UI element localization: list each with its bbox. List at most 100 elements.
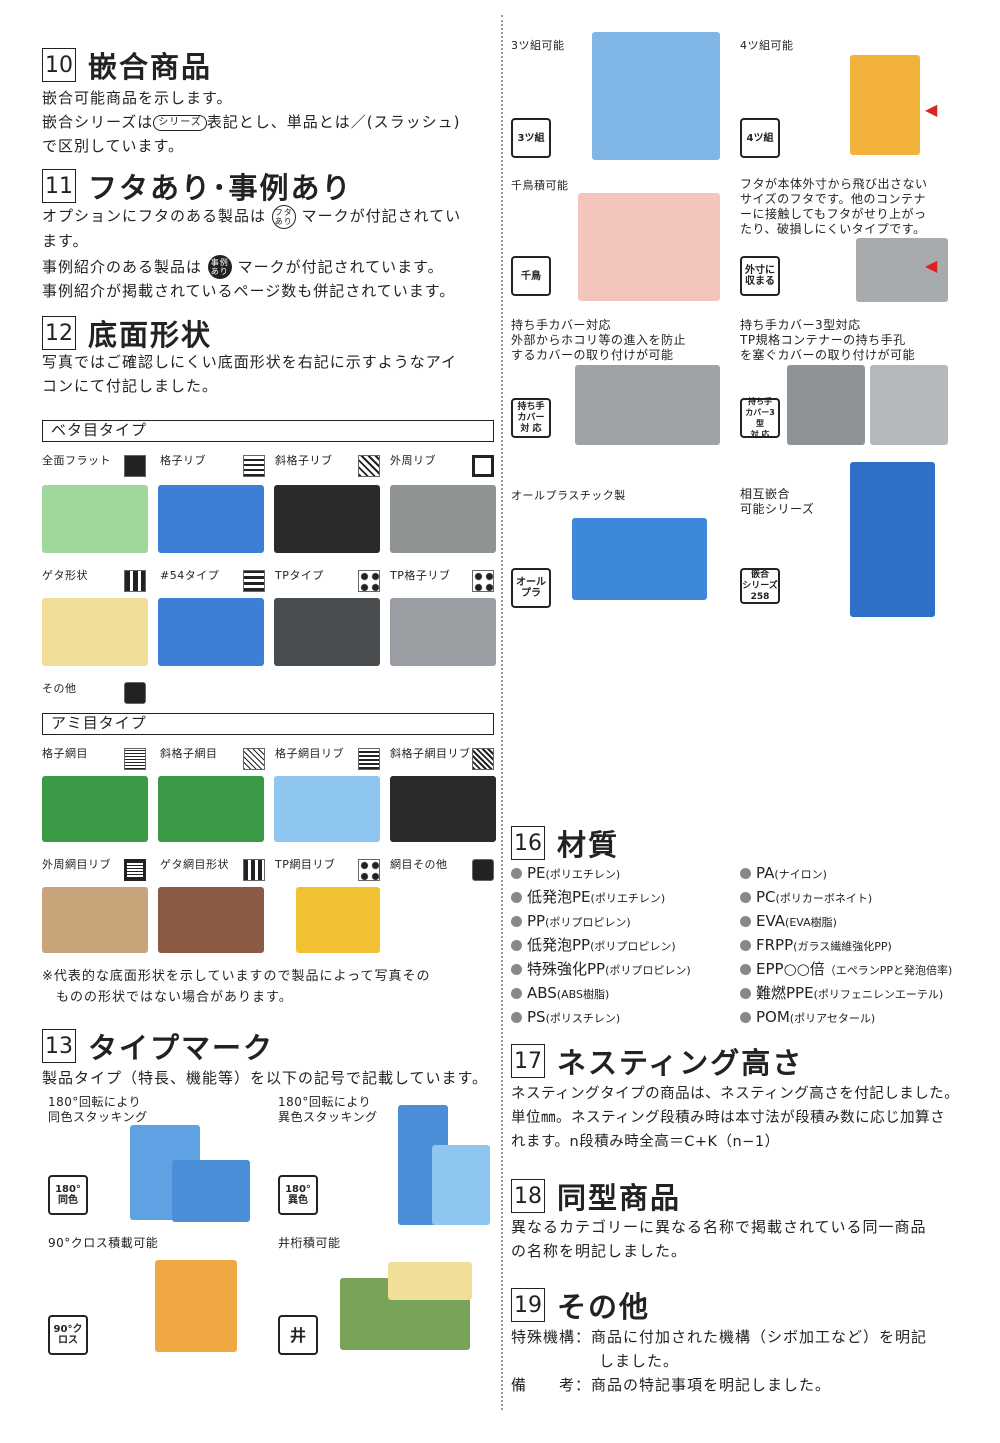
- type-mark-label: 90°クロス積載可能: [48, 1236, 159, 1250]
- feature-label: オールプラスチック製: [511, 489, 626, 502]
- bullet-icon: [740, 940, 751, 951]
- type-mark-label: 180°回転により 同色スタッキング: [48, 1095, 148, 1124]
- bullet-icon: [511, 1012, 522, 1023]
- material-desc: (ポリエチレン): [545, 868, 621, 881]
- product-photo: [432, 1145, 490, 1225]
- material-name: PA: [756, 864, 775, 882]
- product-photo: [158, 598, 264, 666]
- product-photo: [856, 238, 948, 302]
- tp-pattern-icon: [358, 570, 380, 592]
- grid-rib-pattern-icon: [243, 455, 265, 477]
- section-title: ネスティング高さ: [557, 1046, 804, 1080]
- series-badge: シリーズ: [153, 114, 207, 131]
- product-photo: [296, 887, 380, 953]
- product-photo: [390, 776, 496, 842]
- geta-pattern-icon: [124, 570, 146, 592]
- product-photo: [42, 887, 148, 953]
- feature-label: 持ち手カバー対応 外部からホコリ等の進入を防止 するカバーの取り付けが可能: [511, 318, 687, 362]
- product-photo: [172, 1160, 250, 1222]
- mesh-grid-rib-pattern-icon: [358, 748, 380, 770]
- section-19-body: 特殊機構：商品に付加された機構（シボ加工など）を明記 しました。 備 考：商品の…: [511, 1328, 928, 1394]
- mesh-other-pattern-icon: [472, 859, 494, 881]
- type54-pattern-icon: [243, 570, 265, 592]
- diagonal-rib-pattern-icon: [358, 455, 380, 477]
- bullet-icon: [511, 868, 522, 879]
- flat-pattern-icon: [124, 455, 146, 477]
- handle-cover-3-icon: 持ち手 カバー3型 対 応: [740, 397, 780, 439]
- section-17-header: 17 ネスティング高さ: [511, 1040, 803, 1082]
- material-desc: (ポリカーボネイト): [775, 892, 873, 905]
- material-item: PA(ナイロン): [740, 862, 952, 886]
- product-photo: [155, 1260, 237, 1352]
- material-desc: (ポリエチレン): [590, 892, 666, 905]
- section-number: 12: [42, 316, 76, 350]
- bullet-icon: [511, 964, 522, 975]
- bottom-note: ※代表的な底面形状を示していますので製品によって写真そのものの形状ではない場合が…: [42, 969, 431, 1005]
- arrow-left-icon: ◀: [925, 100, 938, 119]
- feature-label: 3ツ組可能: [511, 39, 565, 52]
- material-desc: (ポリプロピレン): [590, 940, 676, 953]
- cross-90-icon: 90°クロス: [48, 1315, 88, 1355]
- bullet-icon: [740, 1012, 751, 1023]
- bottom-label: 外周網目リブ: [42, 858, 111, 871]
- bullet-icon: [740, 964, 751, 975]
- material-desc: (ポリプロピレン): [545, 916, 631, 929]
- bullet-icon: [740, 988, 751, 999]
- bullet-icon: [511, 916, 522, 927]
- material-item: PP(ポリプロピレン): [511, 910, 691, 934]
- jirei-ari-icon: 事例 あり: [207, 255, 232, 279]
- chidori-icon: 千鳥: [511, 256, 551, 296]
- section-11-body: オプションにフタのある製品は フタ あり マークが付記されてい ます。 事例紹介…: [42, 204, 502, 303]
- section-12-header: 12 底面形状: [42, 312, 212, 354]
- product-photo: [572, 518, 707, 600]
- bottom-label: 斜格子リブ: [275, 454, 333, 467]
- product-photo: [870, 365, 948, 445]
- section-number: 18: [511, 1179, 545, 1213]
- section-18-header: 18 同型商品: [511, 1175, 681, 1217]
- bullet-icon: [740, 868, 751, 879]
- bottom-label: ゲタ形状: [42, 569, 88, 582]
- bullet-icon: [740, 892, 751, 903]
- three-set-icon: 3ツ組: [511, 118, 551, 158]
- material-item: POM(ポリアセタール): [740, 1006, 952, 1030]
- feature-label: フタが本体外寸から飛び出さない サイズのフタです。他のコンテナ ーに接触してもフ…: [740, 177, 928, 236]
- all-plastic-icon: オール プラ: [511, 568, 551, 608]
- material-desc: (EVA樹脂): [785, 916, 837, 929]
- material-item: 特殊強化PP(ポリプロピレン): [511, 958, 691, 982]
- material-item: PS(ポリスチレン): [511, 1006, 691, 1030]
- material-desc: (ポリフェニレンエーテル): [813, 988, 944, 1001]
- bullet-icon: [511, 892, 522, 903]
- section-10-body: 嵌合可能商品を示します。 嵌合シリーズはシリーズ表記とし、単品とは／(スラッシュ…: [42, 89, 461, 155]
- mesh-perimeter-pattern-icon: [124, 859, 146, 881]
- section-title: 材質: [557, 828, 620, 862]
- product-photo: [850, 462, 935, 617]
- mesh-diagonal-pattern-icon: [243, 748, 265, 770]
- material-item: 低発泡PE(ポリエチレン): [511, 886, 691, 910]
- bottom-label: 斜格子網目リブ: [390, 747, 471, 760]
- center-divider: [501, 15, 503, 1410]
- bottom-label: 格子リブ: [160, 454, 206, 467]
- product-photo: [42, 776, 148, 842]
- bottom-label: TP網目リブ: [275, 858, 336, 871]
- bottom-label: 格子網目リブ: [275, 747, 344, 760]
- section-13-body: 製品タイプ（特長、機能等）を以下の記号で記載しています。: [42, 1069, 489, 1087]
- material-item: PC(ポリカーボネイト): [740, 886, 952, 910]
- section-title: 同型商品: [557, 1181, 682, 1215]
- bottom-label: 網目その他: [390, 858, 448, 871]
- type-mark-label: 井桁積可能: [278, 1236, 341, 1250]
- material-name: ABS: [527, 984, 557, 1002]
- arrow-left-icon: ◀: [925, 256, 938, 275]
- rotate-180-same-color-icon: 180° 同色: [48, 1175, 88, 1215]
- bottom-label: TP格子リブ: [390, 569, 451, 582]
- material-item: 低発泡PP(ポリプロピレン): [511, 934, 691, 958]
- section-10-header: 10 嵌合商品: [42, 44, 212, 86]
- material-name: PC: [756, 888, 776, 906]
- section-title: 嵌合商品: [88, 50, 213, 84]
- ami-type-bar: アミ目タイプ: [42, 713, 494, 735]
- section-16-header: 16 材質: [511, 822, 619, 864]
- perimeter-rib-pattern-icon: [472, 455, 494, 477]
- feature-label: 持ち手カバー3型対応 TP規格コンテナーの持ち手孔 を塞ぐカバーの取り付けが可能: [740, 318, 916, 362]
- bottom-label: 全面フラット: [42, 454, 111, 467]
- material-item: EPP○○倍（エペランPPと発泡倍率): [740, 958, 952, 982]
- section-number: 16: [511, 826, 545, 860]
